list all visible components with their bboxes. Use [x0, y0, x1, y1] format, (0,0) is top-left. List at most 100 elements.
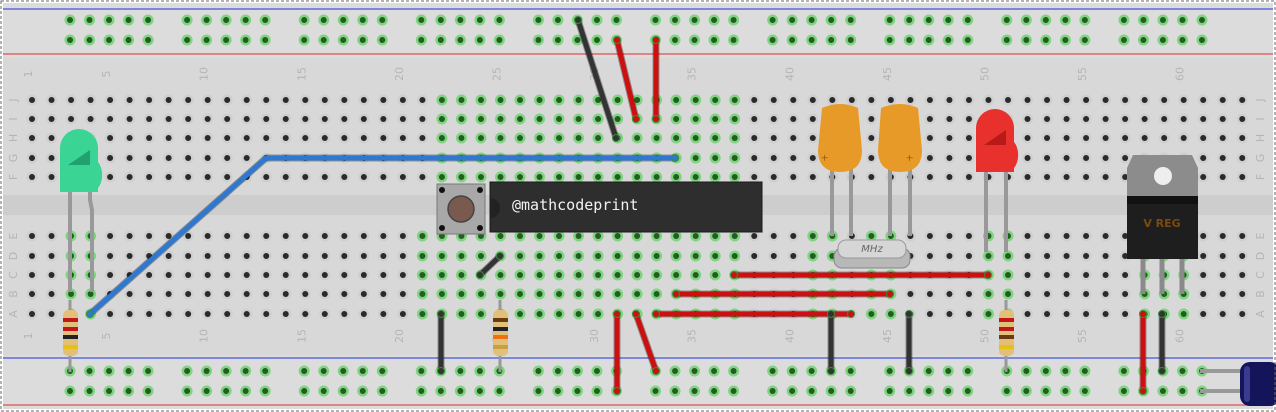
hole[interactable]: [497, 116, 504, 122]
rail-hole[interactable]: [535, 368, 542, 374]
rail-hole[interactable]: [1081, 368, 1088, 374]
hole[interactable]: [907, 97, 914, 103]
hole[interactable]: [1200, 135, 1207, 141]
wire-end[interactable]: [437, 367, 445, 375]
hole[interactable]: [302, 135, 309, 141]
hole[interactable]: [985, 311, 992, 317]
rail-hole[interactable]: [847, 388, 854, 394]
hole[interactable]: [926, 135, 933, 141]
hole[interactable]: [1063, 272, 1070, 278]
hole[interactable]: [438, 135, 445, 141]
rail-hole[interactable]: [691, 17, 698, 23]
red-led[interactable]: [976, 109, 1019, 252]
hole[interactable]: [204, 174, 211, 180]
wire-end[interactable]: [1158, 310, 1166, 318]
rail-hole[interactable]: [925, 388, 932, 394]
rail-hole[interactable]: [554, 388, 561, 394]
hole[interactable]: [29, 116, 35, 122]
voltage-regulator[interactable]: V REG: [1127, 155, 1198, 294]
rail-hole[interactable]: [86, 37, 93, 43]
rail-hole[interactable]: [672, 17, 679, 23]
hole[interactable]: [926, 233, 933, 239]
hole[interactable]: [517, 233, 523, 239]
hole[interactable]: [946, 155, 953, 161]
hole[interactable]: [965, 135, 972, 141]
hole[interactable]: [1200, 233, 1207, 239]
hole[interactable]: [399, 311, 406, 317]
hole[interactable]: [419, 97, 426, 103]
hole[interactable]: [458, 135, 465, 141]
rail-hole[interactable]: [730, 388, 737, 394]
hole[interactable]: [302, 272, 309, 278]
hole[interactable]: [360, 174, 367, 180]
hole[interactable]: [341, 174, 348, 180]
hole[interactable]: [692, 253, 699, 259]
hole[interactable]: [1239, 253, 1246, 259]
rail-hole[interactable]: [808, 17, 815, 23]
hole[interactable]: [1083, 272, 1090, 278]
hole[interactable]: [302, 97, 309, 103]
hole[interactable]: [595, 291, 602, 297]
hole[interactable]: [185, 253, 192, 259]
rail-hole[interactable]: [574, 388, 581, 394]
hole[interactable]: [165, 291, 172, 297]
hole[interactable]: [575, 253, 582, 259]
hole[interactable]: [1122, 155, 1129, 161]
hole[interactable]: [946, 253, 953, 259]
hole[interactable]: [477, 311, 484, 317]
hole[interactable]: [185, 155, 192, 161]
hole[interactable]: [1102, 97, 1109, 103]
hole[interactable]: [1044, 135, 1051, 141]
hole[interactable]: [438, 174, 445, 180]
hole[interactable]: [360, 135, 367, 141]
hole[interactable]: [712, 174, 719, 180]
hole[interactable]: [1063, 155, 1070, 161]
hole[interactable]: [204, 272, 211, 278]
hole[interactable]: [575, 174, 582, 180]
hole[interactable]: [380, 311, 387, 317]
hole[interactable]: [1219, 311, 1226, 317]
hole[interactable]: [1122, 311, 1129, 317]
hole[interactable]: [926, 155, 933, 161]
hole[interactable]: [790, 116, 797, 122]
wire-end[interactable]: [652, 310, 660, 318]
hole[interactable]: [48, 116, 55, 122]
hole[interactable]: [536, 135, 543, 141]
rail-hole[interactable]: [203, 37, 210, 43]
rail-hole[interactable]: [593, 368, 600, 374]
hole[interactable]: [770, 116, 777, 122]
rail-hole[interactable]: [242, 368, 249, 374]
hole[interactable]: [556, 291, 563, 297]
hole[interactable]: [653, 253, 660, 259]
hole[interactable]: [595, 233, 602, 239]
hole[interactable]: [692, 116, 699, 122]
hole[interactable]: [1141, 135, 1148, 141]
hole[interactable]: [692, 174, 699, 180]
hole[interactable]: [321, 174, 328, 180]
hole[interactable]: [595, 272, 602, 278]
hole[interactable]: [965, 253, 972, 259]
hole[interactable]: [556, 97, 563, 103]
hole[interactable]: [458, 97, 465, 103]
hole[interactable]: [887, 311, 894, 317]
rail-hole[interactable]: [964, 368, 971, 374]
rail-hole[interactable]: [301, 368, 308, 374]
hole[interactable]: [673, 135, 680, 141]
hole[interactable]: [653, 272, 660, 278]
hole[interactable]: [634, 291, 641, 297]
hole[interactable]: [673, 174, 680, 180]
hole[interactable]: [1005, 97, 1011, 103]
hole[interactable]: [243, 253, 250, 259]
hole[interactable]: [634, 135, 641, 141]
rail-hole[interactable]: [1062, 388, 1069, 394]
hole[interactable]: [770, 174, 777, 180]
wire-end[interactable]: [574, 16, 582, 24]
hole[interactable]: [868, 174, 875, 180]
hole[interactable]: [399, 291, 406, 297]
hole[interactable]: [107, 116, 114, 122]
red-wire[interactable]: [730, 271, 992, 279]
hole[interactable]: [1219, 291, 1226, 297]
hole[interactable]: [614, 233, 621, 239]
rail-hole[interactable]: [1023, 388, 1030, 394]
hole[interactable]: [243, 291, 250, 297]
